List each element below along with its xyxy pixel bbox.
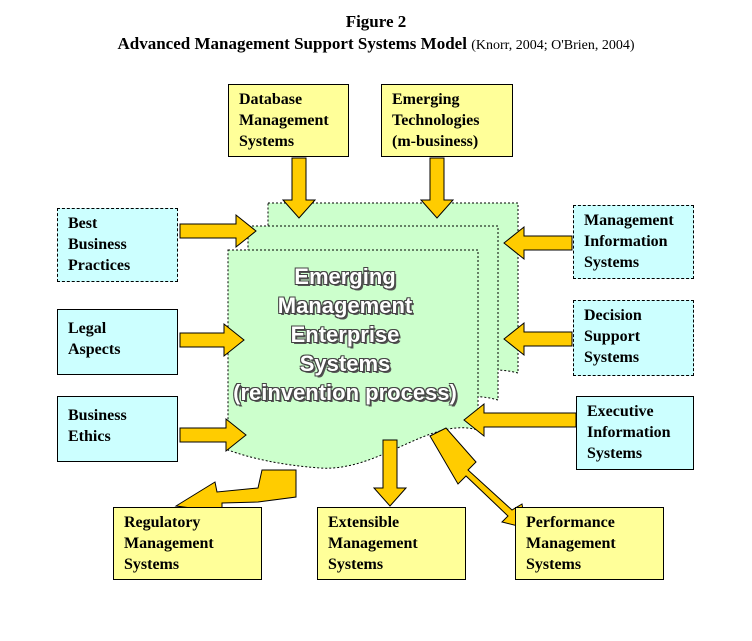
figure-citation: (Knorr, 2004; O'Brien, 2004) (471, 38, 635, 53)
center-line: (reinvention process) (233, 380, 457, 405)
box-line: Business (68, 236, 127, 253)
arrow-best-practices (179, 213, 257, 249)
box-line: Technologies (392, 112, 480, 129)
box-line: Ethics (68, 428, 111, 445)
box-line: Systems (124, 556, 180, 573)
arrow-eis (463, 402, 577, 438)
box-line: Executive (587, 403, 654, 420)
box-best-business-practices: Best Business Practices (57, 208, 178, 282)
box-regulatory-management-systems: Regulatory Management Systems (113, 507, 262, 580)
document-front (227, 249, 479, 469)
box-line: Management (239, 112, 329, 129)
box-management-information-systems: Management Information Systems (573, 205, 694, 279)
arrow-dbms-down (281, 157, 317, 219)
arrow-regulatory (174, 469, 297, 513)
box-line: Support (584, 328, 641, 345)
box-extensible-management-systems: Extensible Management Systems (317, 507, 466, 580)
box-line: Management (526, 535, 616, 552)
box-line: Systems (584, 349, 640, 366)
figure-title: Advanced Management Support Systems Mode… (0, 34, 752, 54)
box-line: Systems (584, 254, 640, 271)
box-line: (m-business) (392, 133, 479, 150)
box-line: Systems (328, 556, 384, 573)
box-line: Systems (239, 133, 295, 150)
box-line: Practices (68, 257, 131, 274)
box-line: Business (68, 407, 127, 424)
box-performance-management-systems: Performance Management Systems (515, 507, 664, 580)
box-business-ethics: Business Ethics (57, 396, 178, 462)
box-line: Management (328, 535, 418, 552)
center-line: Management (277, 293, 413, 318)
box-line: Extensible (328, 514, 400, 531)
box-line: Emerging (392, 91, 460, 108)
box-emerging-technologies: Emerging Technologies (m-business) (381, 84, 513, 157)
box-line: Information (587, 424, 671, 441)
box-line: Information (584, 233, 668, 250)
box-executive-information-systems: Executive Information Systems (576, 396, 694, 470)
arrow-extensible-down (372, 439, 408, 507)
central-concept: Emerging Management Enterprise Systems (… (230, 262, 460, 407)
center-line: Systems (299, 351, 391, 376)
box-database-management-systems: Database Management Systems (228, 84, 349, 157)
box-decision-support-systems: Decision Support Systems (573, 300, 694, 376)
box-line: Systems (526, 556, 582, 573)
box-line: Database (239, 91, 303, 108)
box-line: Regulatory (124, 514, 201, 531)
center-line: Emerging (294, 264, 396, 289)
box-line: Decision (584, 307, 642, 324)
figure-label: Figure 2 (345, 12, 407, 31)
arrow-emerging-down (419, 157, 455, 219)
box-line: Aspects (68, 341, 121, 358)
arrow-legal (179, 322, 245, 358)
box-line: Performance (526, 514, 615, 531)
box-line: Management (124, 535, 214, 552)
box-line: Best (68, 215, 98, 232)
box-line: Systems (587, 445, 643, 462)
arrow-ethics (179, 417, 247, 453)
box-line: Legal (68, 320, 107, 337)
center-line: Enterprise (290, 322, 400, 347)
box-legal-aspects: Legal Aspects (57, 309, 178, 375)
figure-title-main: Advanced Management Support Systems Mode… (117, 34, 467, 53)
arrow-mis (503, 225, 573, 261)
box-line: Management (584, 212, 674, 229)
arrow-dss (503, 321, 573, 357)
